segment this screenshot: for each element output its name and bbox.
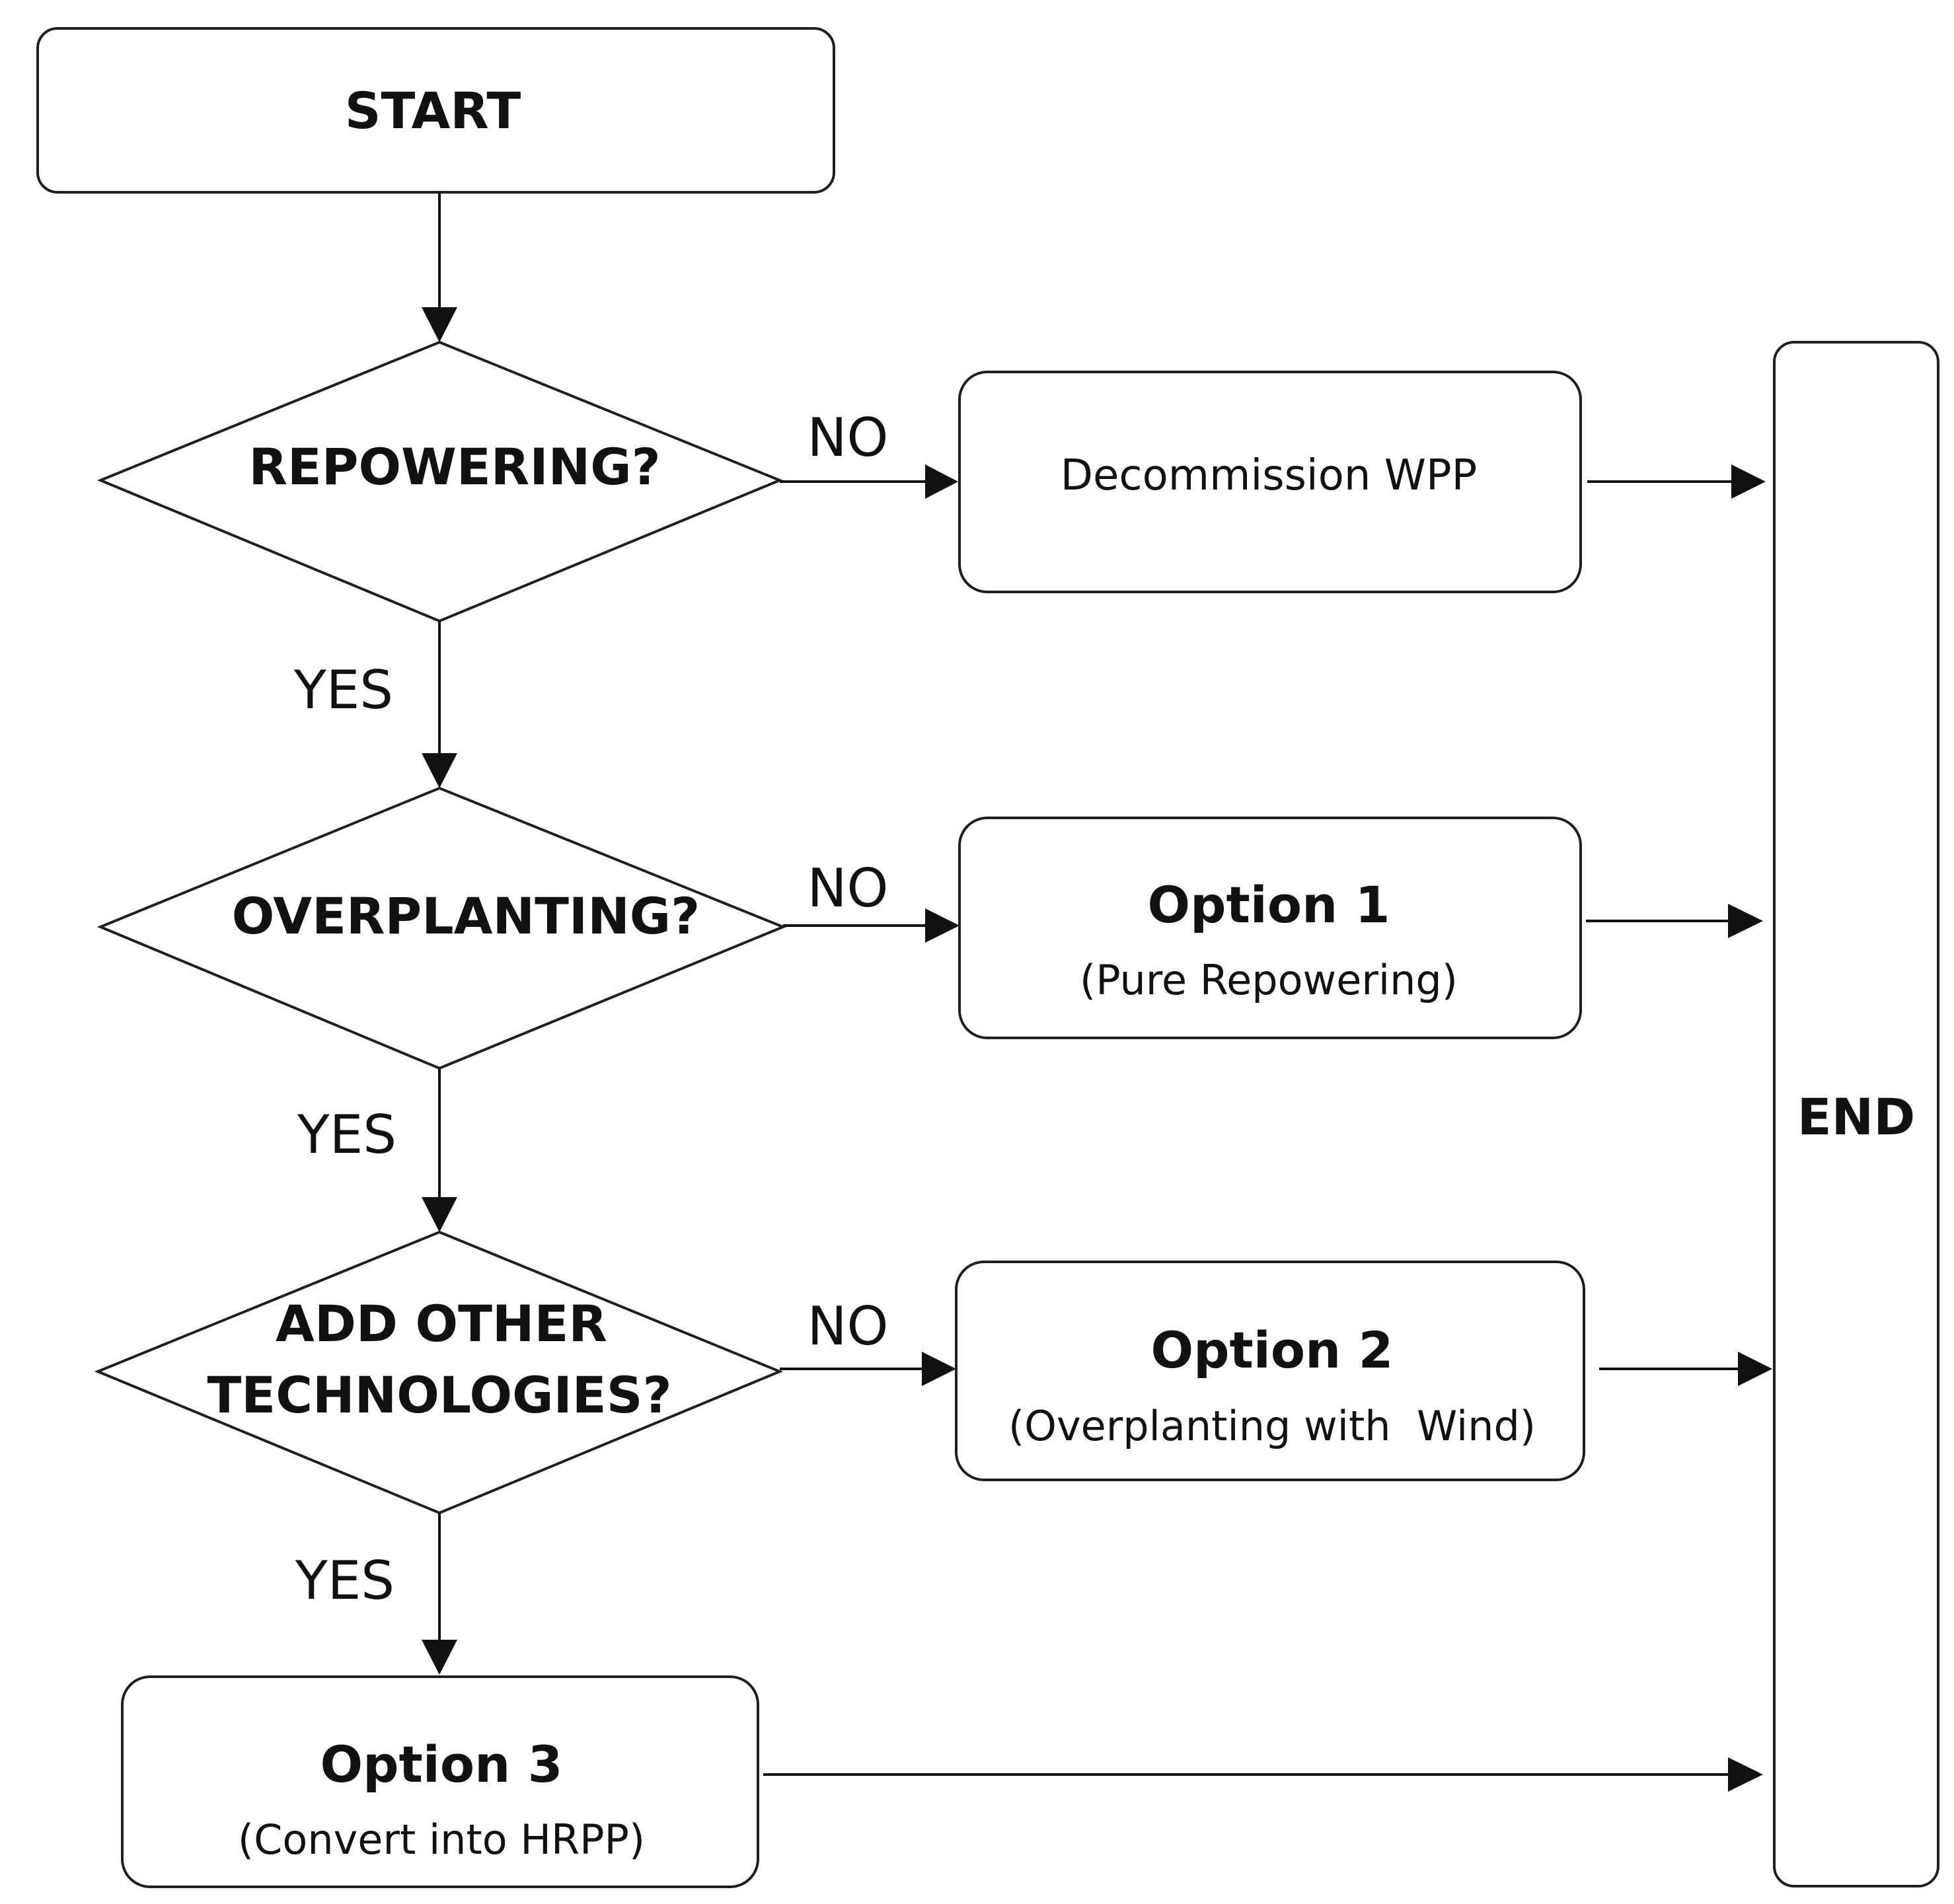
arrowhead bbox=[1728, 1757, 1763, 1792]
end-label: END bbox=[1797, 1087, 1916, 1146]
end-node bbox=[1773, 341, 1939, 1887]
option3-node bbox=[121, 1675, 759, 1888]
start-label: START bbox=[345, 81, 521, 140]
decision-add-other-label-line2: TECHNOLOGIES? bbox=[207, 1366, 671, 1424]
option1-node bbox=[958, 817, 1582, 1039]
edge-label-yes-3: YES bbox=[295, 1550, 395, 1611]
option3-title: Option 3 bbox=[320, 1735, 562, 1794]
option2-subtitle: (Overplanting with Wind) bbox=[1008, 1402, 1536, 1450]
arrowhead bbox=[922, 1352, 956, 1386]
decision-overplanting-label: OVERPLANTING? bbox=[232, 887, 700, 945]
arrowhead bbox=[422, 1197, 457, 1232]
start-node bbox=[36, 27, 835, 194]
option2-node bbox=[955, 1261, 1585, 1481]
arrowhead bbox=[422, 307, 457, 342]
decision-repowering-label: REPOWERING? bbox=[248, 437, 660, 496]
decision-add-other-label-line1: ADD OTHER bbox=[276, 1294, 607, 1353]
option1-subtitle: (Pure Repowering) bbox=[1080, 956, 1458, 1004]
arrowhead bbox=[422, 753, 457, 788]
arrowhead bbox=[925, 908, 959, 943]
edge-label-no-1: NO bbox=[808, 407, 889, 468]
arrowhead bbox=[1728, 904, 1763, 938]
option2-title: Option 2 bbox=[1150, 1321, 1393, 1379]
arrowhead bbox=[1738, 1352, 1772, 1386]
decommission-label: Decommission WPP bbox=[1061, 451, 1477, 500]
option1-title: Option 1 bbox=[1147, 875, 1390, 934]
arrowhead bbox=[1731, 464, 1766, 499]
option3-subtitle: (Convert into HRPP) bbox=[238, 1815, 645, 1864]
arrowhead bbox=[422, 1640, 457, 1675]
edge-label-no-2: NO bbox=[808, 858, 889, 919]
edge-label-yes-1: YES bbox=[293, 659, 393, 721]
decommission-node bbox=[958, 371, 1582, 593]
arrowhead bbox=[925, 464, 958, 499]
edge-label-yes-2: YES bbox=[297, 1104, 396, 1165]
edge-label-no-3: NO bbox=[808, 1296, 889, 1357]
